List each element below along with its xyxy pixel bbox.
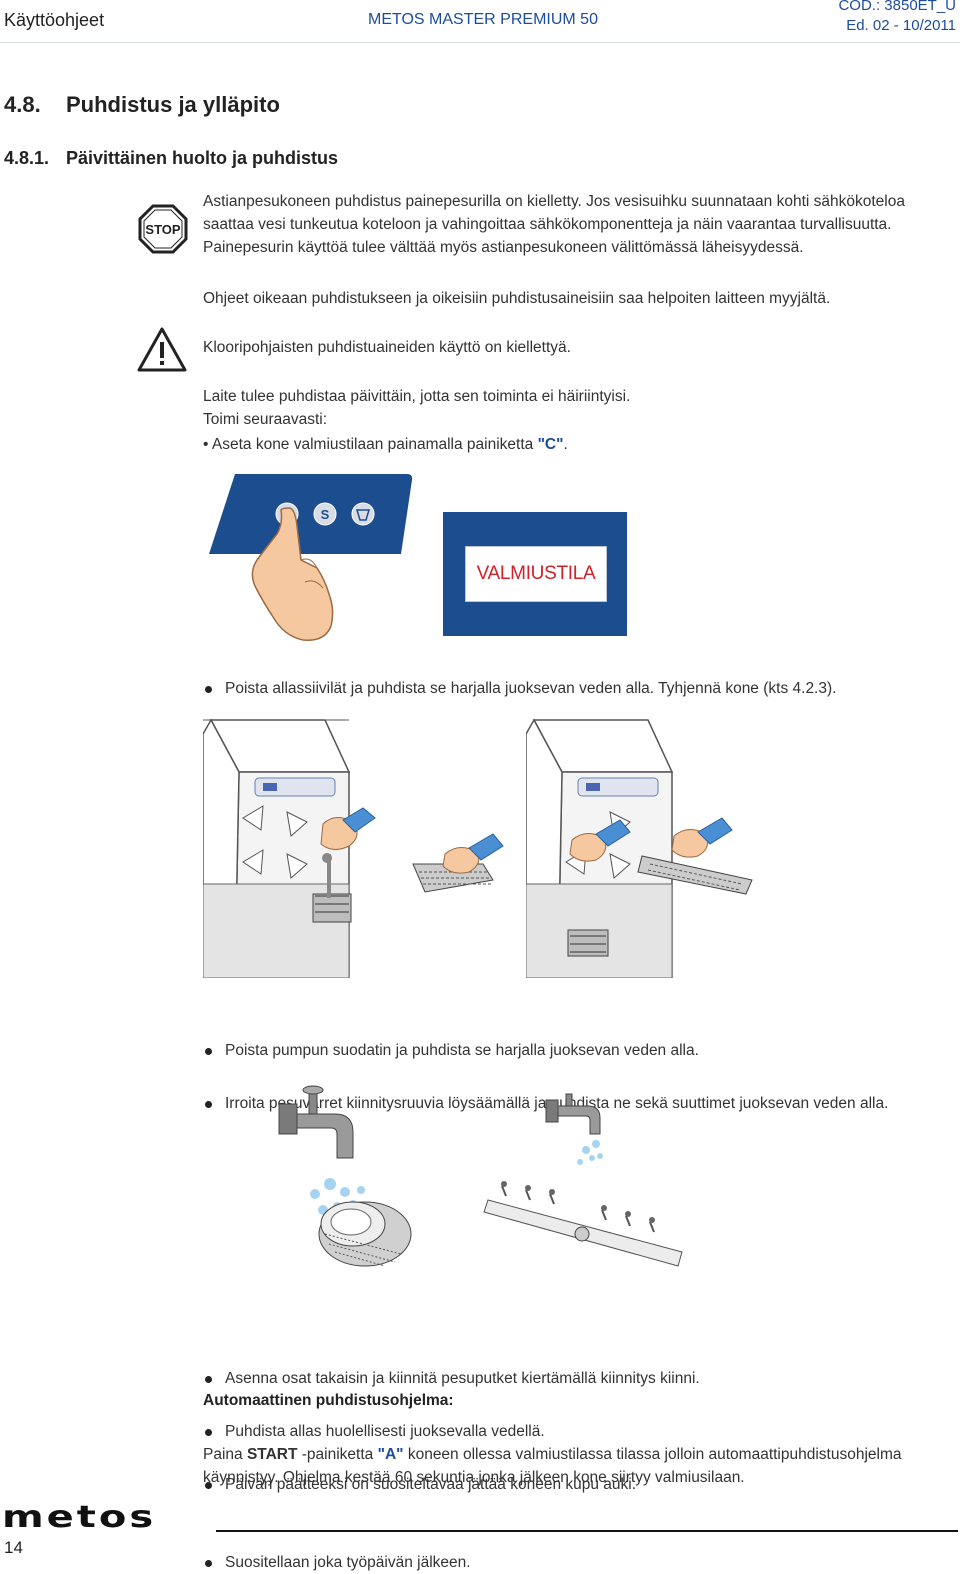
display-panel: VALMIUSTILA: [443, 512, 627, 636]
auto-clean-title: Automaattinen puhdistusohjelma:: [203, 1392, 454, 1409]
display-screen: VALMIUSTILA: [465, 546, 607, 602]
page-number: 14: [4, 1538, 23, 1557]
warning-text: Astianpesukoneen puhdistus painepesurill…: [203, 190, 959, 259]
note-chlorine: Klooripohjaisten puhdistuaineiden käyttö…: [203, 339, 571, 356]
footer-rule: [216, 1530, 958, 1532]
warning-line-1: Astianpesukoneen puhdistus painepesurill…: [203, 193, 905, 210]
stop-icon-text: STOP: [145, 222, 180, 237]
header-edition: Ed. 02 - 10/2011: [846, 17, 956, 34]
warning-triangle-icon: [137, 326, 187, 372]
header-product: METOS MASTER PREMIUM 50: [368, 11, 598, 28]
step-pump-filter: Poista pumpun suodatin ja puhdista se ha…: [203, 1039, 960, 1062]
step-rinse-tank: Puhdista allas huolellisesti juoksevalla…: [203, 1420, 960, 1443]
note-standby: • Aseta kone valmiustilaan painamalla pa…: [203, 436, 568, 453]
warning-line-3: Painepesurin käyttöä tulee välttää myös …: [203, 239, 804, 256]
step-remove-strainers: Poista allassiivilät ja puhdista se harj…: [203, 677, 960, 700]
subsection-number: 4.8.1.: [4, 148, 50, 168]
auto-clean-recommendation: Suositellaan joka työpäivän jälkeen.: [203, 1551, 960, 1574]
note-daily: Laite tulee puhdistaa päivittäin, jotta …: [203, 388, 631, 405]
section-number: 4.8.: [4, 92, 41, 117]
tap-wash-arm-illustration: [482, 1090, 694, 1280]
subsection-title: Päivittäinen huolto ja puhdistus: [66, 148, 339, 168]
warning-line-2: saattaa vesi tunkeutua koteloon ja vahin…: [203, 216, 892, 233]
header-code: COD.: 3850ET_U: [838, 0, 956, 14]
metos-logo: metos: [2, 1499, 157, 1535]
auto-clean-instructions: Paina START -painiketta "A" koneen olles…: [203, 1443, 959, 1489]
dishwasher-illustration-right: [526, 714, 826, 978]
section-title: Puhdistus ja ylläpito: [66, 92, 280, 117]
note-follow: Toimi seuraavasti:: [203, 411, 328, 428]
auto-clean-line-2: käynnistyy. Ohjelma kestää 60 sekuntia j…: [203, 1469, 745, 1486]
auto-clean-line-1: Paina START -painiketta "A" koneen olles…: [203, 1446, 902, 1463]
step-reassemble: Asenna osat takaisin ja kiinnitä pesuput…: [203, 1367, 960, 1390]
dishwasher-illustration-left: [203, 714, 523, 978]
tap-filter-illustration: [275, 1084, 425, 1274]
control-panel-illustration: S: [205, 470, 420, 660]
svg-text:S: S: [321, 507, 330, 522]
header-title: Käyttöohjeet: [4, 10, 105, 30]
header-divider: [0, 42, 960, 43]
stop-icon: STOP: [138, 204, 188, 254]
step-leave-hood-open: Päivän päätteeksi on suositeltavaa jättä…: [203, 1473, 960, 1496]
note-dealer: Ohjeet oikeaan puhdistukseen ja oikeisii…: [203, 290, 831, 307]
